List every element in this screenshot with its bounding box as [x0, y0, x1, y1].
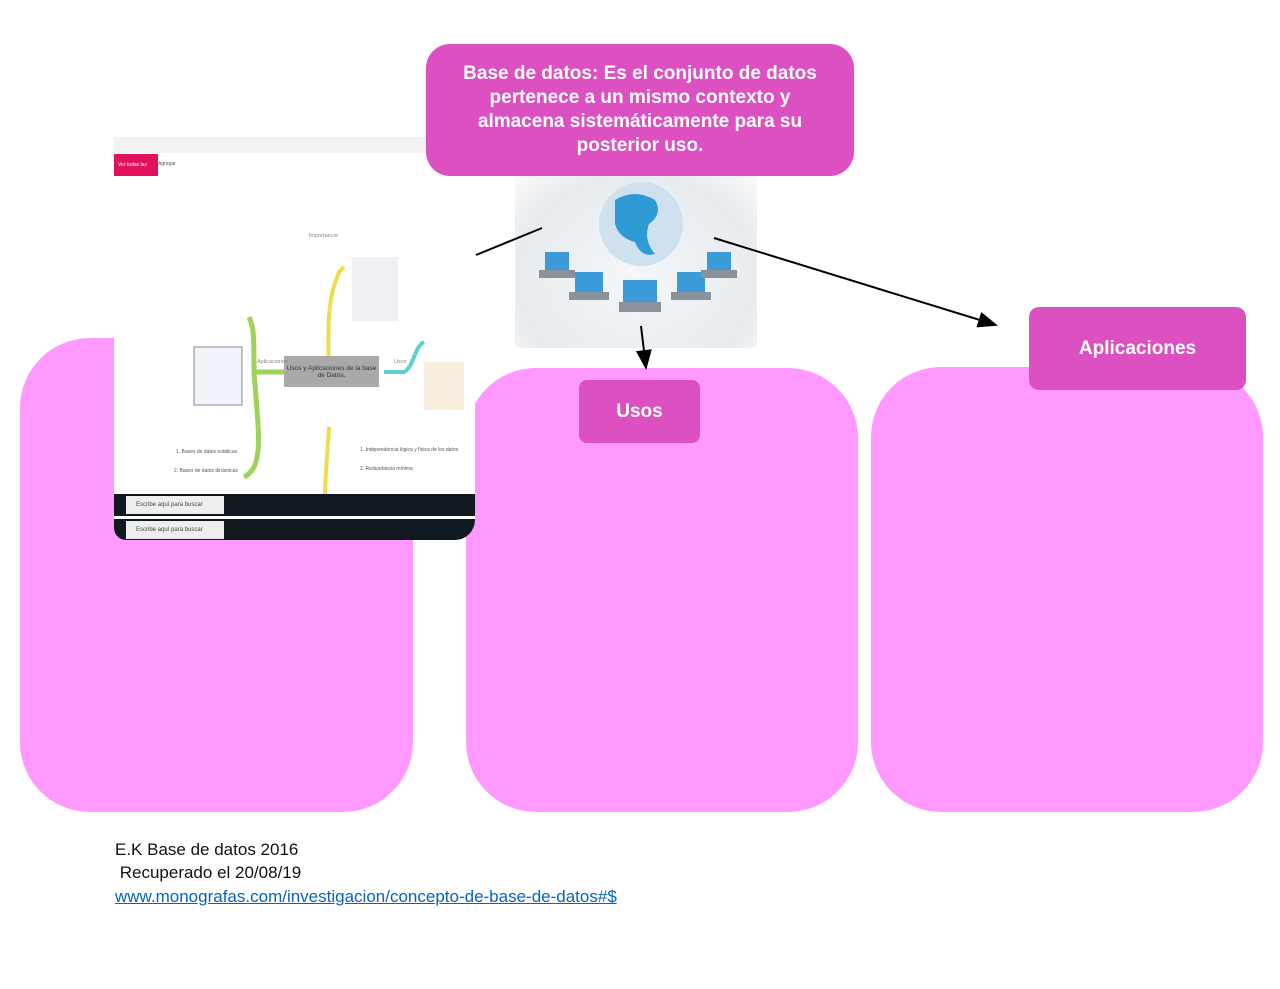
central-node: Usos y Aplicaciones de la base de Datos. [284, 356, 379, 387]
branch-aplicaciones: Aplicaciones [257, 359, 288, 365]
aplicaciones-label-box: Aplicaciones [1029, 307, 1246, 390]
taskbar-search: Escribe aquí para buscar [126, 521, 224, 539]
usos-label: Usos [616, 400, 663, 422]
citation-source: E.K Base de datos 2016 [115, 840, 299, 859]
citation-link[interactable]: www.monografas.com/investigacion/concept… [115, 887, 617, 906]
list-item: 2. Bases de datos dinámicas [174, 468, 238, 474]
definition-title-box: Base de datos: Es el conjunto de datos p… [426, 44, 854, 176]
network-globe-image [515, 172, 757, 348]
taskbar: Escribe aquí para buscar [114, 519, 475, 540]
branch-usos: Usos [394, 359, 407, 365]
taskbar: Escribe aquí para buscar [114, 494, 475, 516]
list-item: 1. Bases de datos estáticas [176, 449, 238, 455]
aplicaciones-label: Aplicaciones [1078, 337, 1197, 359]
citation-date: Recuperado el 20/08/19 [115, 863, 302, 882]
branch-importancia: Importancia [309, 233, 338, 239]
list-item: 2. Redundancia mínima [360, 466, 413, 472]
list-item: 1. Independencia lógica y física de los … [360, 447, 460, 453]
embedded-mindmap-screenshot: Ver todas las fotos Agregar Usos y Aplic… [114, 137, 475, 540]
taskbar-search: Escribe aquí para buscar [126, 496, 224, 514]
definition-text: Base de datos: Es el conjunto de datos p… [463, 63, 817, 156]
view-all-photos-button: Ver todas las fotos [114, 154, 158, 190]
add-button: Agregar [158, 161, 176, 167]
usos-label-box: Usos [579, 380, 700, 443]
right-content-box [871, 367, 1263, 812]
